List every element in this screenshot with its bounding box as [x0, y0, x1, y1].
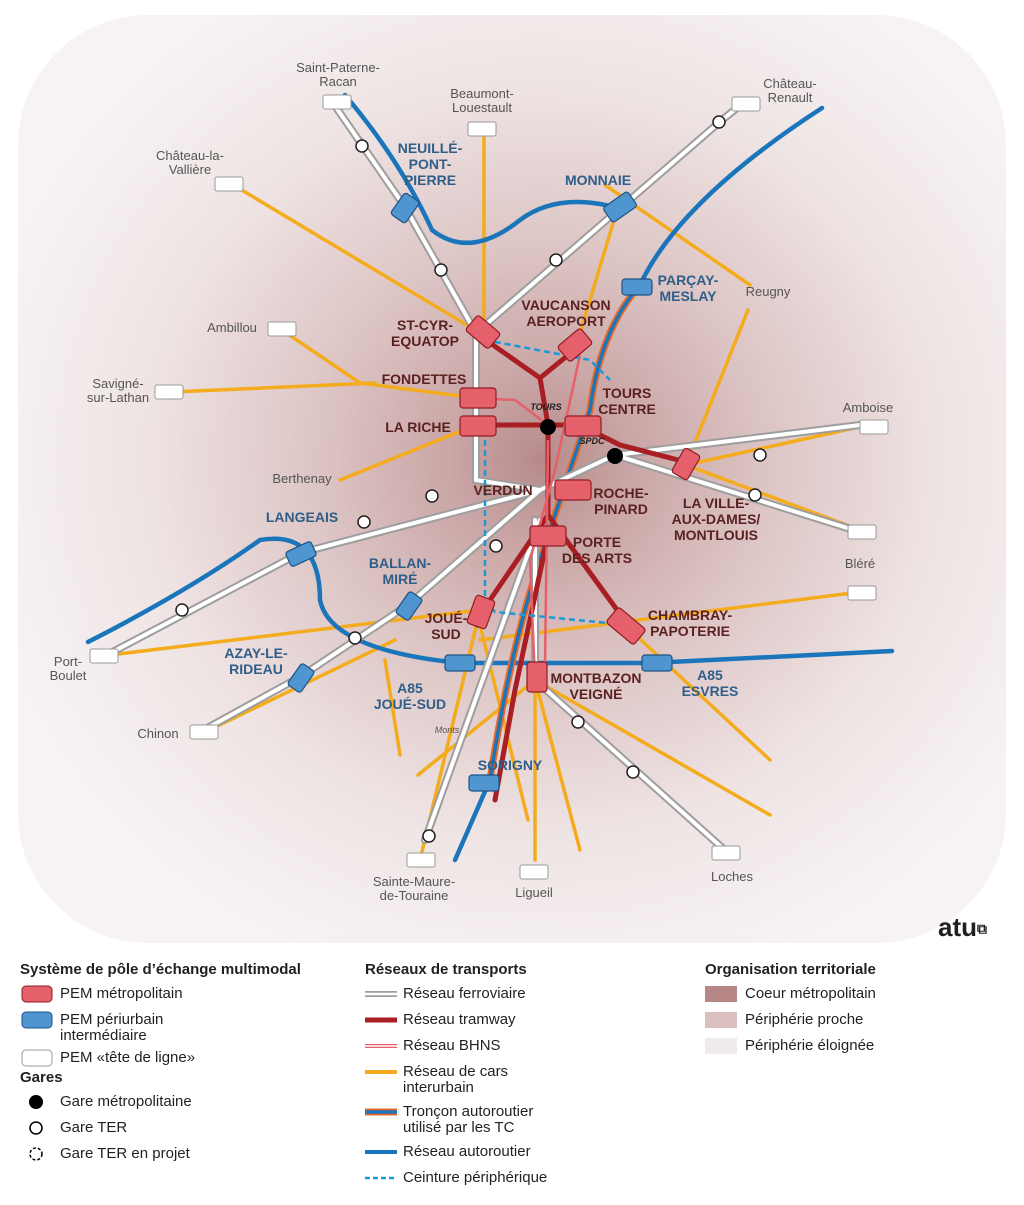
- legend-item: PEM «tête de ligne»: [60, 1049, 196, 1066]
- svg-text:PARÇAY-MESLAY: PARÇAY-MESLAY: [658, 272, 719, 304]
- label-port-boulet: Port-Boulet: [50, 654, 87, 683]
- label-blere: Bléré: [845, 556, 875, 571]
- label-amboise: Amboise: [843, 400, 894, 415]
- proche-swatch: [705, 1012, 737, 1028]
- legend-item: PEM périurbain intermédiaire: [60, 1011, 164, 1044]
- legend-territory-title: Organisation territoriale: [705, 961, 876, 978]
- label-chinon: Chinon: [137, 726, 178, 741]
- svg-text:CHAMBRAY-PAPOTERIE: CHAMBRAY-PAPOTERIE: [648, 607, 733, 639]
- station-small-labels: TOURS SPDC: [530, 402, 605, 446]
- legend-gares-title: Gares: [20, 1069, 63, 1086]
- svg-text:MONNAIE: MONNAIE: [565, 172, 631, 188]
- legend-item: Réseau ferroviaire: [403, 985, 526, 1002]
- legend-territory: Organisation territoriale Coeur métropol…: [705, 962, 1005, 1062]
- ring-road: [483, 338, 629, 627]
- coeur-swatch: [705, 986, 737, 1002]
- legend-item: Réseau BHNS: [403, 1037, 501, 1054]
- label-saint-paterne: Saint-Paterne-Racan: [296, 60, 380, 89]
- terminal-pem-markers: [89, 94, 889, 880]
- svg-text:JOUÉ-SUD: JOUÉ-SUD: [425, 610, 468, 642]
- bus-network: [108, 128, 870, 862]
- label-chateau-renault: Château-Renault: [763, 76, 816, 105]
- label-chateau-la-valliere: Château-la-Vallière: [156, 148, 224, 177]
- svg-text:SPDC: SPDC: [579, 436, 605, 446]
- svg-text:ST-CYR-EQUATOP: ST-CYR-EQUATOP: [391, 317, 459, 349]
- label-sainte-maure: Sainte-Maure-de-Touraine: [373, 874, 455, 903]
- legend-networks-title: Réseaux de transports: [365, 961, 527, 978]
- svg-text:LA VILLE-AUX-DAMES/MONTLOUIS: LA VILLE-AUX-DAMES/MONTLOUIS: [672, 495, 761, 543]
- rail-swatch: [365, 991, 397, 997]
- legend-item: Gare TER: [60, 1119, 128, 1136]
- highway-swatch: [365, 1150, 397, 1154]
- gare-projet-swatch: [29, 1147, 43, 1161]
- transport-map: Saint-Paterne-Racan Beaumont-Louestault …: [18, 15, 1006, 943]
- pem-terminal-swatch: [21, 1049, 53, 1067]
- gare-metro-swatch: [29, 1095, 43, 1109]
- legend-item: Tronçon autoroutier utilisé par les TC: [403, 1103, 534, 1136]
- legend-pem: Système de pôle d’échange multimodal PEM…: [20, 962, 320, 1170]
- svg-text:NEUILLÉ-PONT-PIERRE: NEUILLÉ-PONT-PIERRE: [398, 140, 463, 188]
- legend-item: Gare TER en projet: [60, 1145, 190, 1162]
- legend-item: Périphérie proche: [745, 1011, 864, 1028]
- legend-item: Réseau autoroutier: [403, 1143, 531, 1160]
- pem-peri-swatch: [21, 1011, 53, 1029]
- territory-background: [18, 15, 1006, 943]
- svg-text:TOURS: TOURS: [530, 402, 561, 412]
- periurban-pem-markers: [285, 191, 673, 792]
- label-ligueil: Ligueil: [515, 885, 553, 900]
- svg-text:FONDETTES: FONDETTES: [382, 371, 467, 387]
- label-monts: Monts: [435, 725, 460, 735]
- svg-text:AZAY-LE-RIDEAU: AZAY-LE-RIDEAU: [224, 645, 288, 677]
- periurban-labels: NEUILLÉ-PONT-PIERRE MONNAIE PARÇAY-MESLA…: [224, 140, 738, 773]
- atu-logo: atu⧉: [938, 912, 987, 942]
- label-loches: Loches: [711, 869, 753, 884]
- legend-item: Réseau de cars interurbain: [403, 1063, 509, 1096]
- legend-pem-title: Système de pôle d’échange multimodal: [20, 961, 301, 978]
- metropolitan-stations: [540, 419, 623, 464]
- svg-text:BALLAN-MIRÉ: BALLAN-MIRÉ: [369, 555, 432, 587]
- label-ambillou: Ambillou: [207, 320, 257, 335]
- place-labels: Saint-Paterne-Racan Beaumont-Louestault …: [50, 60, 894, 903]
- label-reugny: Reugny: [746, 284, 791, 299]
- label-beaumont: Beaumont-Louestault: [450, 86, 514, 115]
- label-berthenay: Berthenay: [272, 471, 332, 486]
- tram-swatch: [365, 1017, 397, 1023]
- svg-text:SORIGNY: SORIGNY: [478, 757, 543, 773]
- svg-text:VERDUN: VERDUN: [473, 482, 532, 498]
- legend-item: Périphérie éloignée: [745, 1037, 875, 1054]
- svg-text:LA RICHE: LA RICHE: [385, 419, 451, 435]
- pem-metro-swatch: [21, 985, 53, 1003]
- legend-item: PEM métropolitain: [60, 985, 183, 1002]
- legend-item: Coeur métropolitain: [745, 985, 876, 1002]
- legend-item: Ceinture périphérique: [403, 1169, 548, 1186]
- ring-swatch: [365, 1176, 397, 1180]
- label-savigne: Savigné-sur-Lathan: [87, 376, 149, 405]
- highway-tc-swatch: [365, 1108, 397, 1116]
- eloignee-swatch: [705, 1038, 737, 1054]
- legend-item: Gare métropolitaine: [60, 1093, 192, 1110]
- metropolitan-pem-markers: [459, 315, 701, 693]
- legend-networks: Réseaux de transports Réseau ferroviaire…: [365, 962, 675, 1194]
- legend-item: Réseau tramway: [403, 1011, 516, 1028]
- gare-ter-swatch: [29, 1121, 43, 1135]
- svg-text:ROCHE-PINARD: ROCHE-PINARD: [593, 485, 649, 517]
- svg-text:LANGEAIS: LANGEAIS: [266, 509, 338, 525]
- bhns-swatch: [365, 1044, 397, 1048]
- bus-swatch: [365, 1070, 397, 1074]
